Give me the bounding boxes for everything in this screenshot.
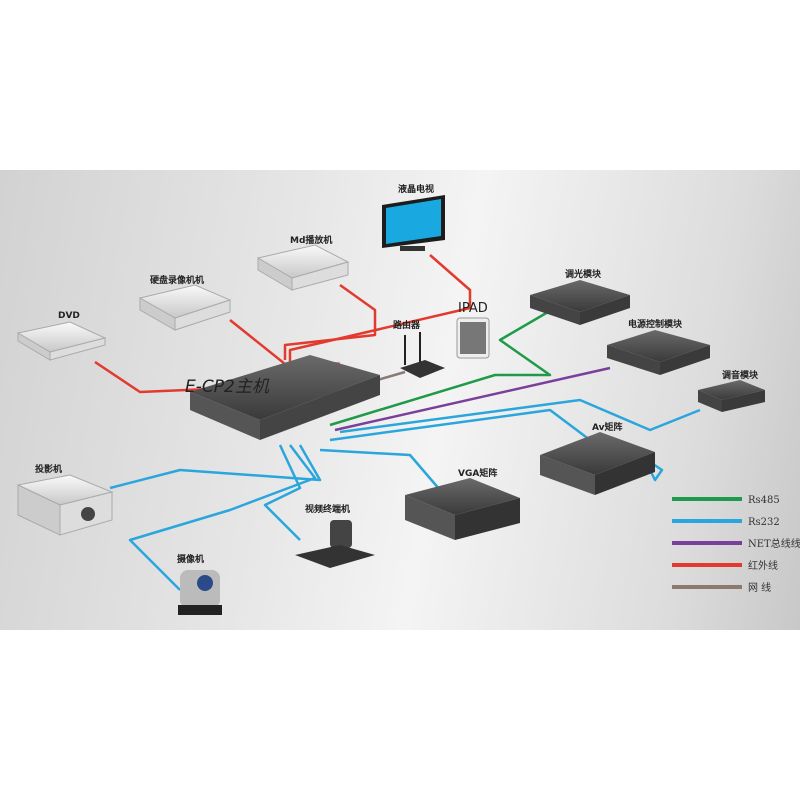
legend-label: Rs232 bbox=[748, 517, 780, 528]
label-camera: 摄像机 bbox=[177, 553, 204, 565]
av-matrix[interactable] bbox=[540, 432, 655, 495]
label-audio: 调音模块 bbox=[722, 369, 759, 381]
label-video-terminal: 视频终端机 bbox=[305, 503, 350, 515]
legend-label: 红外线 bbox=[748, 559, 778, 572]
label-power-control: 电源控制模块 bbox=[628, 318, 683, 330]
main-controller[interactable] bbox=[190, 355, 380, 440]
video-terminal[interactable] bbox=[295, 520, 375, 568]
lcd-tv[interactable] bbox=[382, 195, 445, 251]
label-ipad: IPAD bbox=[458, 301, 488, 316]
router[interactable] bbox=[400, 332, 445, 378]
label-md-player: Md播放机 bbox=[290, 234, 332, 246]
legend-label: NET总线线 bbox=[748, 537, 800, 550]
rs232-cables bbox=[109, 398, 701, 591]
label-dvr: 硬盘录像机机 bbox=[150, 274, 204, 286]
dimmer-module[interactable] bbox=[530, 280, 630, 325]
label-dimmer: 调光模块 bbox=[565, 268, 602, 280]
label-projector: 投影机 bbox=[35, 463, 62, 475]
rs485-cable bbox=[329, 310, 552, 427]
projector[interactable] bbox=[16, 474, 114, 536]
dvd-player[interactable] bbox=[16, 321, 107, 361]
ipad[interactable] bbox=[456, 317, 490, 359]
vga-matrix[interactable] bbox=[405, 478, 520, 540]
dvr[interactable] bbox=[138, 284, 232, 331]
label-router: 路由器 bbox=[393, 319, 421, 331]
label-dvd: DVD bbox=[58, 311, 80, 321]
label-av-matrix: Av矩阵 bbox=[592, 421, 623, 433]
audio-module[interactable] bbox=[698, 380, 765, 412]
label-lcd-tv: 液晶电视 bbox=[398, 183, 434, 195]
md-player[interactable] bbox=[256, 244, 350, 291]
legend-label: 网 线 bbox=[748, 581, 771, 594]
label-vga-matrix: VGA矩阵 bbox=[458, 467, 497, 479]
label-main-controller: E-CP2主机 bbox=[185, 377, 270, 397]
legend-label: Rs485 bbox=[748, 495, 780, 506]
camera[interactable] bbox=[178, 570, 222, 615]
power-control-module[interactable] bbox=[607, 330, 710, 375]
net-bus-cable bbox=[334, 366, 611, 432]
